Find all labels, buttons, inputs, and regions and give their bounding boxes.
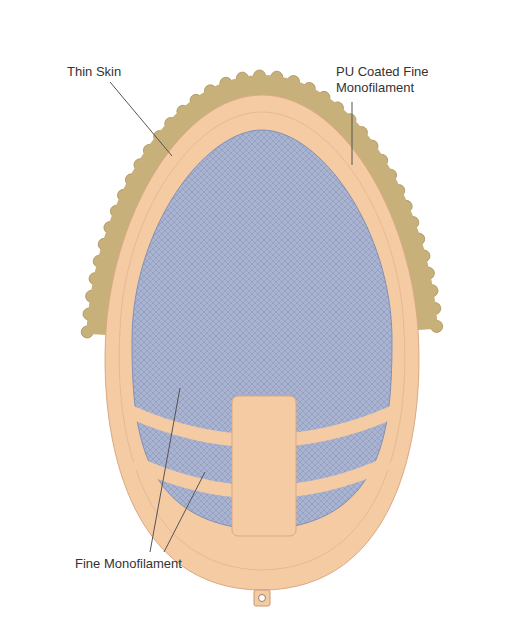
hanging-tab	[254, 590, 270, 606]
part-label: Thin Skin	[67, 64, 121, 80]
base-body	[105, 95, 419, 590]
inner-outline	[119, 112, 405, 570]
center-tab	[232, 396, 296, 536]
part-label: PU Coated Fine Monofilament	[336, 64, 486, 96]
leader-line	[110, 82, 172, 156]
leader-line	[164, 472, 205, 552]
tab-hole	[259, 595, 266, 602]
leader-line	[150, 388, 180, 552]
leader-line	[352, 102, 353, 165]
spacer	[176, 160, 349, 360]
part-label: Fine Monofilament	[75, 556, 182, 572]
